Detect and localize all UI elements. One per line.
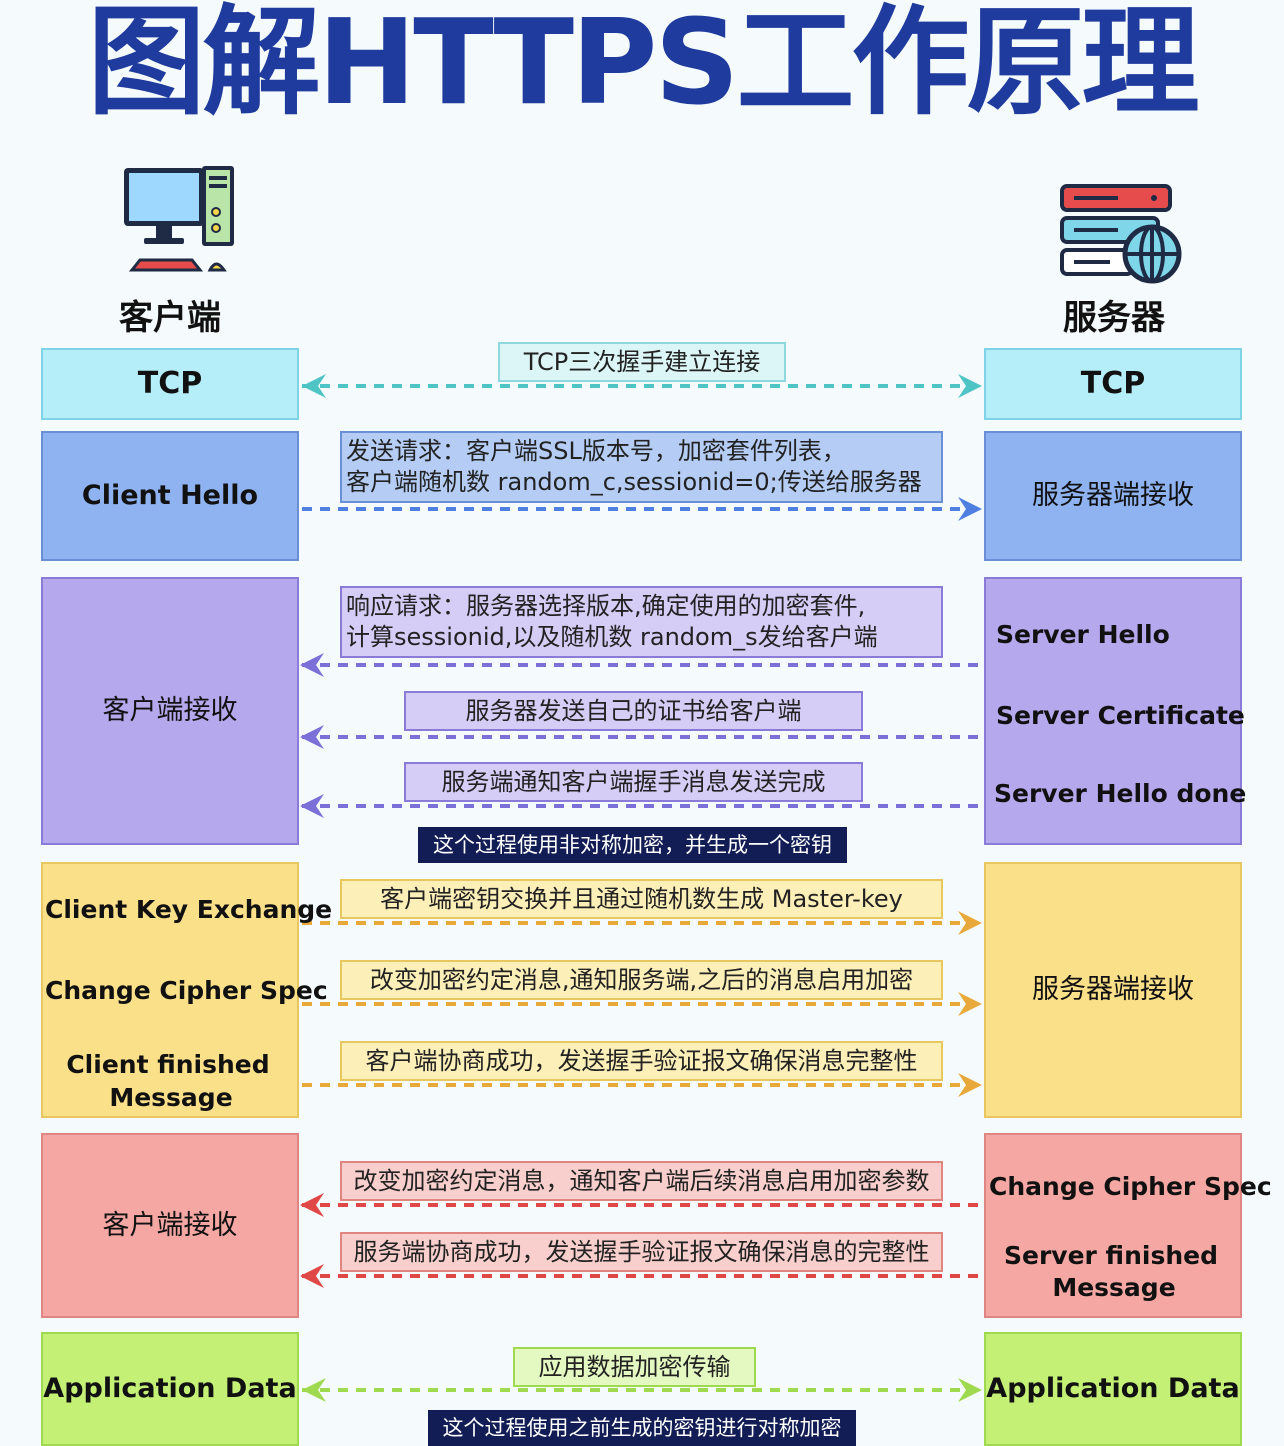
server-change-cipher-item: Change Cipher Spec (989, 1172, 1272, 1201)
client-finished-description: 客户端协商成功，发送握手验证报文确保消息完整性 (340, 1041, 943, 1081)
client-key-exchange-item: Client Key Exchange (45, 895, 333, 924)
server-finish-box: Change Cipher Spec Server finished Messa… (984, 1133, 1272, 1318)
server-hello-description: 响应请求：服务器选择版本,确定使用的加密套件, 计算sessionid,以及随机… (340, 586, 943, 658)
server-finished-text: 服务端协商成功，发送握手验证报文确保消息的完整性 (353, 1237, 930, 1266)
client-finished-text: 客户端协商成功，发送握手验证报文确保消息完整性 (365, 1046, 918, 1075)
server-receive-hello-box: 服务器端接收 (984, 431, 1242, 561)
client-receive-finish-label: 客户端接收 (102, 1209, 238, 1241)
client-hello-box: Client Hello (41, 431, 299, 561)
client-application-data-label: Application Data (43, 1373, 297, 1405)
server-receive-key-label: 服务器端接收 (1032, 974, 1194, 1006)
client-change-cipher-item: Change Cipher Spec (45, 976, 328, 1005)
client-tcp-box: TCP (41, 348, 299, 420)
client-actor-label: 客户端 (119, 298, 221, 338)
client-hello-label: Client Hello (81, 480, 259, 512)
server-hello-done-item: Server Hello done (994, 779, 1247, 808)
application-data-description: 应用数据加密传输 (513, 1347, 756, 1387)
server-hello-text-line1: 响应请求：服务器选择版本,确定使用的加密套件, (346, 592, 866, 620)
server-hello-item: Server Hello (996, 620, 1170, 649)
server-change-cipher-description: 改变加密约定消息，通知客户端后续消息启用加密参数 (340, 1161, 943, 1201)
server-application-data-box: Application Data (984, 1332, 1242, 1446)
client-receive-label: 客户端接收 (102, 695, 238, 727)
server-certificate-item: Server Certificate (996, 701, 1245, 730)
server-hello-done-description: 服务端通知客户端握手消息发送完成 (404, 762, 863, 802)
server-actor-label: 服务器 (1063, 298, 1165, 338)
client-key-exchange-box: Client Key Exchange Change Cipher Spec C… (41, 862, 332, 1118)
client-application-data-box: Application Data (41, 1332, 299, 1446)
server-finished-item: Server finished (1003, 1241, 1218, 1270)
asymmetric-encryption-note: 这个过程使用非对称加密，并生成一个密钥 (418, 827, 847, 863)
client-hello-description: 发送请求：客户端SSL版本号，加密套件列表， 客户端随机数 random_c,s… (340, 431, 943, 503)
server-finished-message-item: Message (1052, 1273, 1176, 1302)
server-tcp-box: TCP (984, 348, 1242, 420)
client-finished-item: Client finished (66, 1050, 270, 1079)
server-certificate-description: 服务器发送自己的证书给客户端 (404, 691, 863, 731)
server-receive-hello-label: 服务器端接收 (1032, 480, 1194, 512)
client-change-cipher-text: 改变加密约定消息,通知服务端,之后的消息启用加密 (369, 965, 914, 994)
server-globe-icon (1060, 184, 1182, 284)
server-certificate-text: 服务器发送自己的证书给客户端 (465, 696, 802, 725)
key-exchange-text: 客户端密钥交换并且通过随机数生成 Master-key (380, 884, 903, 913)
key-exchange-description: 客户端密钥交换并且通过随机数生成 Master-key (340, 879, 943, 919)
server-hello-text-line2: 计算sessionid,以及随机数 random_s发给客户端 (346, 623, 878, 651)
page-title: 图解HTTPS工作原理 (87, 0, 1200, 131)
client-receive-finish-box: 客户端接收 (41, 1133, 299, 1318)
server-hello-box: Server Hello Server Certificate Server H… (984, 577, 1246, 845)
symmetric-encryption-note: 这个过程使用之前生成的密钥进行对称加密 (428, 1410, 856, 1446)
tcp-handshake-label: TCP三次握手建立连接 (498, 342, 786, 382)
tcp-handshake-text: TCP三次握手建立连接 (523, 347, 761, 376)
server-hello-done-text: 服务端通知客户端握手消息发送完成 (441, 767, 826, 796)
server-receive-key-box: 服务器端接收 (984, 862, 1242, 1118)
application-data-text: 应用数据加密传输 (538, 1352, 731, 1381)
client-finished-message-item: Message (109, 1083, 233, 1112)
server-change-cipher-text: 改变加密约定消息，通知客户端后续消息启用加密参数 (353, 1166, 930, 1195)
client-change-cipher-description: 改变加密约定消息,通知服务端,之后的消息启用加密 (340, 960, 943, 1000)
client-receive-box: 客户端接收 (41, 577, 299, 845)
computer-icon (124, 166, 234, 272)
client-hello-text-line2: 客户端随机数 random_c,sessionid=0;传送给服务器 (346, 468, 922, 496)
client-hello-text-line1: 发送请求：客户端SSL版本号，加密套件列表， (346, 437, 846, 465)
server-tcp-label: TCP (1080, 366, 1146, 402)
server-finished-description: 服务端协商成功，发送握手验证报文确保消息的完整性 (340, 1232, 943, 1272)
server-application-data-label: Application Data (986, 1373, 1240, 1405)
client-tcp-label: TCP (137, 366, 203, 402)
